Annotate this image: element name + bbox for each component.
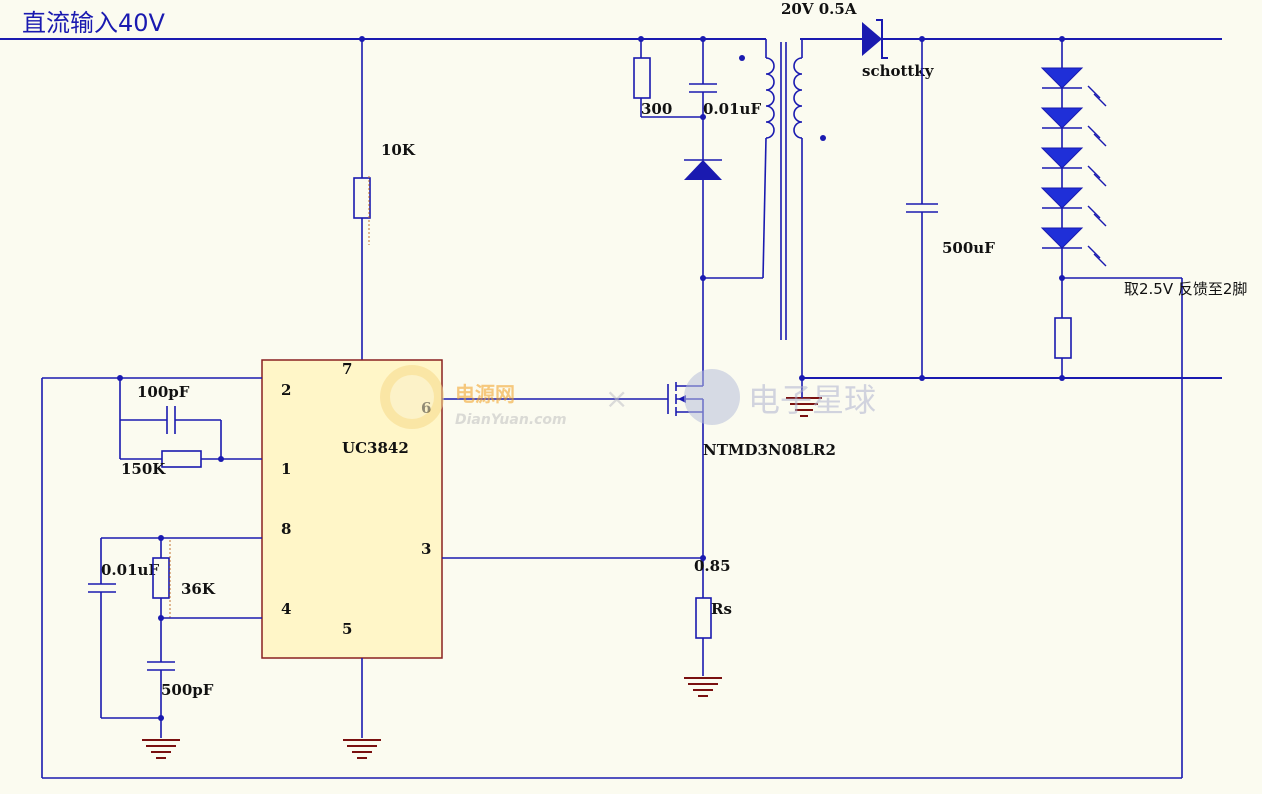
led-string: 取2.5V 反馈至2脚	[1040, 39, 1247, 378]
svg-text:×: ×	[605, 382, 628, 415]
pin-7-label: 7	[342, 360, 352, 378]
pin-3-label: 3	[421, 540, 431, 558]
pin-5-label: 5	[342, 620, 352, 638]
input-voltage-title: 直流输入40V	[22, 9, 166, 37]
ground-symbol-ic	[343, 658, 381, 759]
schottky-label: schottky	[862, 62, 935, 80]
startup-resistor-label: 10K	[381, 141, 416, 159]
feedback-cap-label: 100pF	[137, 383, 190, 401]
schottky-diode: schottky	[862, 19, 935, 80]
planet-logo-icon	[684, 369, 740, 425]
pin-8-label: 8	[281, 520, 291, 538]
snubber-resistor-label: 300	[641, 100, 672, 118]
startup-resistor: 10K	[353, 39, 416, 360]
sense-name-label: Rs	[711, 600, 732, 618]
led-2	[1040, 107, 1084, 129]
sense-value-label: 0.85	[694, 557, 731, 575]
ct-cap-label: 500pF	[161, 681, 214, 699]
feedback-network: 100pF 150K	[41, 277, 1183, 779]
snubber: 300 0.01uF	[633, 39, 763, 279]
led-3	[1040, 147, 1084, 169]
sense-resistor: 0.85 Rs	[684, 557, 732, 697]
led-4	[1040, 187, 1084, 209]
ic-name: UC3842	[342, 439, 409, 457]
rt-resistor-label: 36K	[181, 580, 216, 598]
led-sense-resistor	[1054, 317, 1072, 359]
junctions	[117, 36, 1065, 721]
transformer: 20V 0.5A	[739, 0, 857, 417]
pin-2-label: 2	[281, 381, 291, 399]
vref-cap-label: 0.01uF	[101, 561, 159, 579]
feedback-resistor-label: 150K	[121, 460, 166, 478]
transformer-label: 20V 0.5A	[781, 0, 857, 18]
svg-text:DianYuan.com: DianYuan.com	[455, 412, 567, 428]
output-capacitor: 500uF	[906, 39, 995, 378]
snubber-cap-label: 0.01uF	[703, 100, 761, 118]
mosfet: NTMD3N08LR2	[667, 278, 836, 598]
led-light-arrows	[1087, 85, 1107, 267]
output-cap-label: 500uF	[942, 239, 995, 257]
led-5	[1040, 227, 1084, 249]
mosfet-label: NTMD3N08LR2	[703, 441, 836, 459]
svg-text:电子星球: 电子星球	[748, 381, 876, 419]
feedback-note: 取2.5V 反馈至2脚	[1124, 280, 1247, 298]
ground-symbol-left	[142, 739, 180, 759]
pin-1-label: 1	[281, 460, 291, 478]
svg-text:电源网: 电源网	[455, 382, 515, 406]
pin-4-label: 4	[281, 600, 291, 618]
timing-network: 0.01uF 36K 500pF	[88, 537, 262, 738]
watermark: 电源网 DianYuan.com × 电子星球	[380, 365, 876, 429]
led-1	[1040, 67, 1084, 89]
